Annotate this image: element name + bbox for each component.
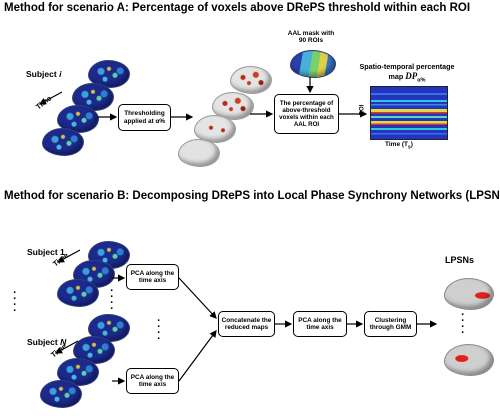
thresholding-box: Thresholding applied at α%	[118, 104, 171, 131]
input-brain-4	[42, 128, 84, 156]
arrow-pcaN-to-concat	[178, 330, 217, 382]
input-brain-1	[88, 60, 130, 88]
concatenate-box: Concatenate the reduced maps	[218, 311, 275, 337]
lpsn-ellipsis: ····	[461, 309, 465, 339]
percentage-box: The percentage of above-threshold voxels…	[274, 94, 339, 134]
lpsn-brain-2	[444, 344, 494, 376]
time-arrow-a	[38, 91, 63, 105]
subject1-brain-3	[57, 279, 99, 307]
percentage-heatmap	[370, 86, 448, 140]
subject-n-label: Subject N	[27, 337, 67, 347]
thresholded-brain-2	[212, 92, 254, 120]
vertical-ellipsis-mid: ····	[110, 285, 114, 315]
pca-box-group: PCA along the time axis	[293, 311, 347, 337]
heatmap-bands	[371, 87, 447, 139]
time-arrow-b1	[56, 249, 81, 263]
arrow-pca1-to-concat	[178, 277, 217, 319]
aal-mask-label: AAL mask with 90 ROIs	[287, 30, 335, 45]
input-brain-3	[57, 105, 99, 133]
subject-i-label: Subject i	[26, 69, 62, 79]
aal-mask-brain	[290, 50, 336, 78]
thresholded-brain-3	[194, 115, 236, 143]
lpsns-label: LPSNs	[445, 255, 475, 265]
subjectN-brain-4	[40, 380, 82, 408]
scenario-a-title: Method for scenario A: Percentage of vox…	[4, 2, 471, 14]
time-arrow-b2	[54, 340, 79, 354]
heatmap-x-label: Time (Ts)	[385, 141, 413, 151]
scenario-b-title: Method for scenario B: Decomposing DRePS…	[4, 190, 500, 202]
subject-1-label: Subject 1	[27, 247, 65, 257]
lpsn-brain-1	[444, 278, 494, 310]
clustering-box: Clustering through GMM	[364, 311, 417, 337]
vertical-ellipsis-left: ····	[13, 287, 17, 317]
pca-box-subjectN: PCA along the time axis	[126, 368, 179, 394]
thresholded-brain-4	[178, 139, 220, 167]
map-title: Spatio-temporal percentage map DPα%	[359, 62, 455, 84]
pca-box-subject1: PCA along the time axis	[126, 264, 179, 290]
thresholded-brain-1	[230, 66, 272, 94]
vertical-ellipsis-right: ····	[157, 315, 161, 345]
